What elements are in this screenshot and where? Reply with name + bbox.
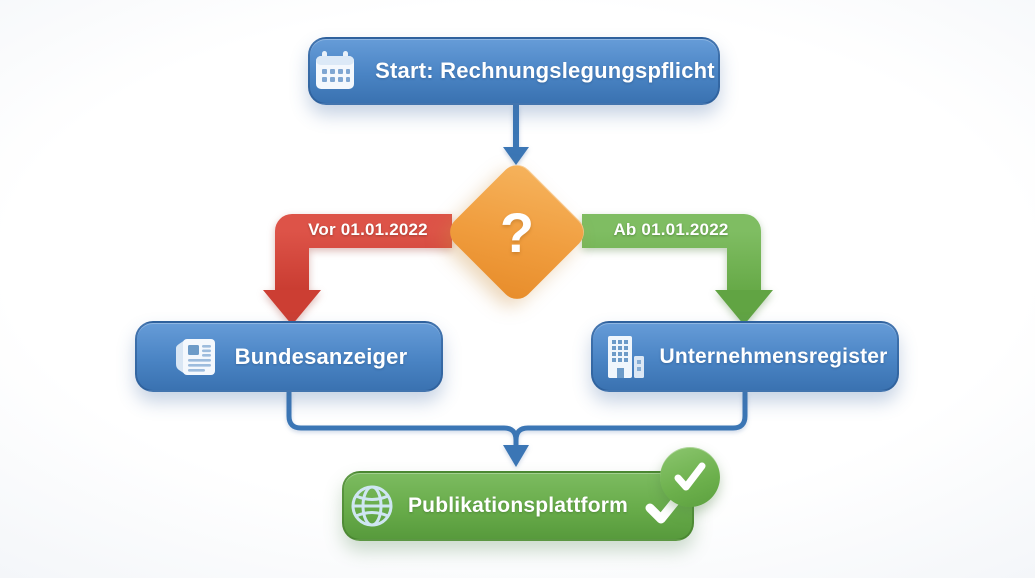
merge-connector xyxy=(286,392,748,467)
node-unternehmensregister-label: Unternehmensregister xyxy=(659,344,888,368)
node-decision: ? xyxy=(443,158,591,306)
red-arrowhead xyxy=(263,290,321,325)
node-publikationsplattform-label: Publikationsplattform xyxy=(407,494,629,517)
badge-check-icon xyxy=(674,462,706,491)
start-to-decision-arrow xyxy=(503,105,529,165)
node-start-label: Start: Rechnungslegungspflicht xyxy=(375,58,715,83)
branch-band-ab xyxy=(582,214,773,325)
node-publikationsplattform: Publikationsplattform xyxy=(342,471,694,541)
decision-question-mark: ? xyxy=(499,200,535,264)
newspaper-icon xyxy=(171,336,219,378)
node-start: Start: Rechnungslegungspflicht xyxy=(308,37,720,105)
branch-band-vor xyxy=(263,214,452,325)
merge-arrowhead xyxy=(503,445,529,467)
branch-label-vor: Vor 01.01.2022 xyxy=(308,220,428,239)
globe-icon xyxy=(349,483,395,529)
node-unternehmensregister: Unternehmensregister xyxy=(591,321,899,392)
green-arrowhead xyxy=(715,290,773,325)
building-icon xyxy=(602,334,646,380)
calendar-icon xyxy=(313,49,359,93)
node-bundesanzeiger: Bundesanzeiger xyxy=(135,321,443,392)
node-bundesanzeiger-label: Bundesanzeiger xyxy=(234,343,408,369)
check-badge xyxy=(660,447,720,507)
branch-label-ab: Ab 01.01.2022 xyxy=(613,220,729,239)
